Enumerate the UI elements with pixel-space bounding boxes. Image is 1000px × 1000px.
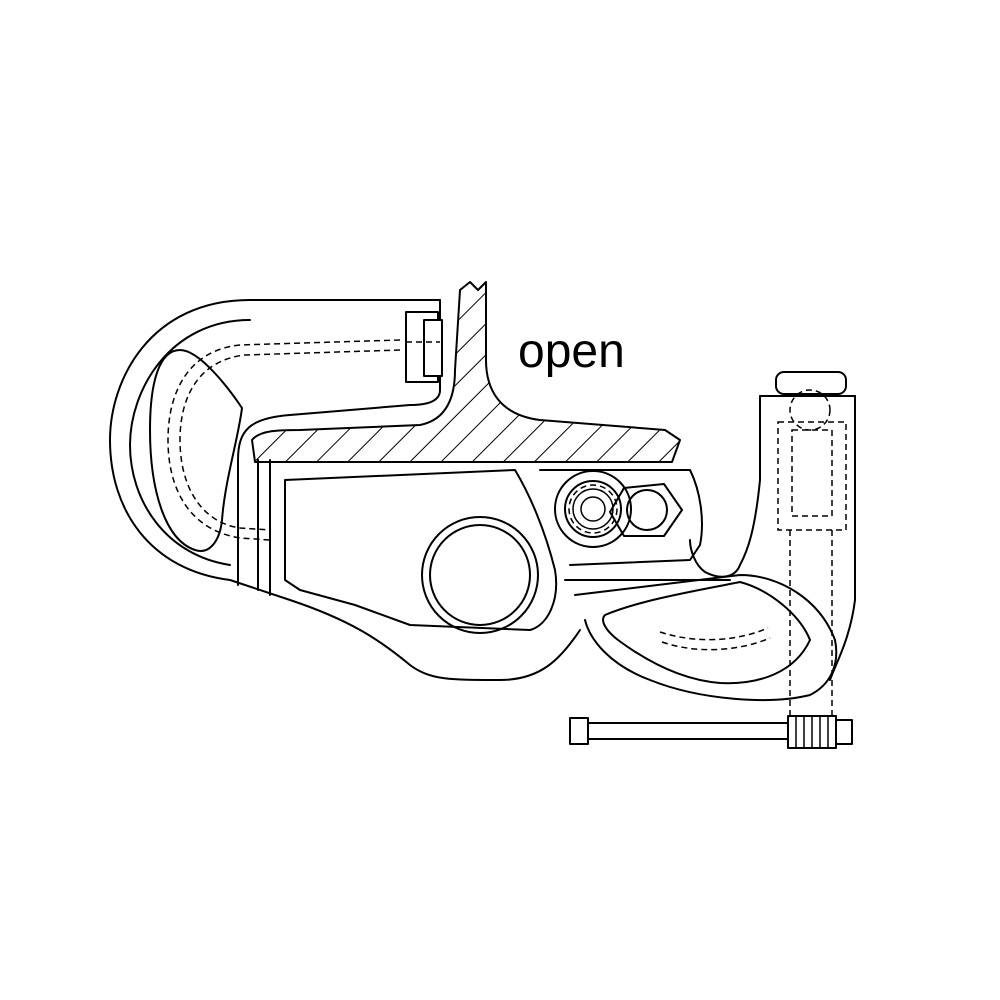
release-button [775,371,847,715]
fixed-jaw-hatched [251,281,681,463]
hex-nut [609,483,683,537]
lever-arm [284,469,731,634]
adjust-bolt [554,470,632,548]
left-grip-pad [149,339,401,552]
pivot-boss [421,516,539,634]
pivot-bore [429,524,531,626]
state-label: open [518,325,625,378]
threaded-rod [569,715,853,749]
hook-body [109,299,581,681]
